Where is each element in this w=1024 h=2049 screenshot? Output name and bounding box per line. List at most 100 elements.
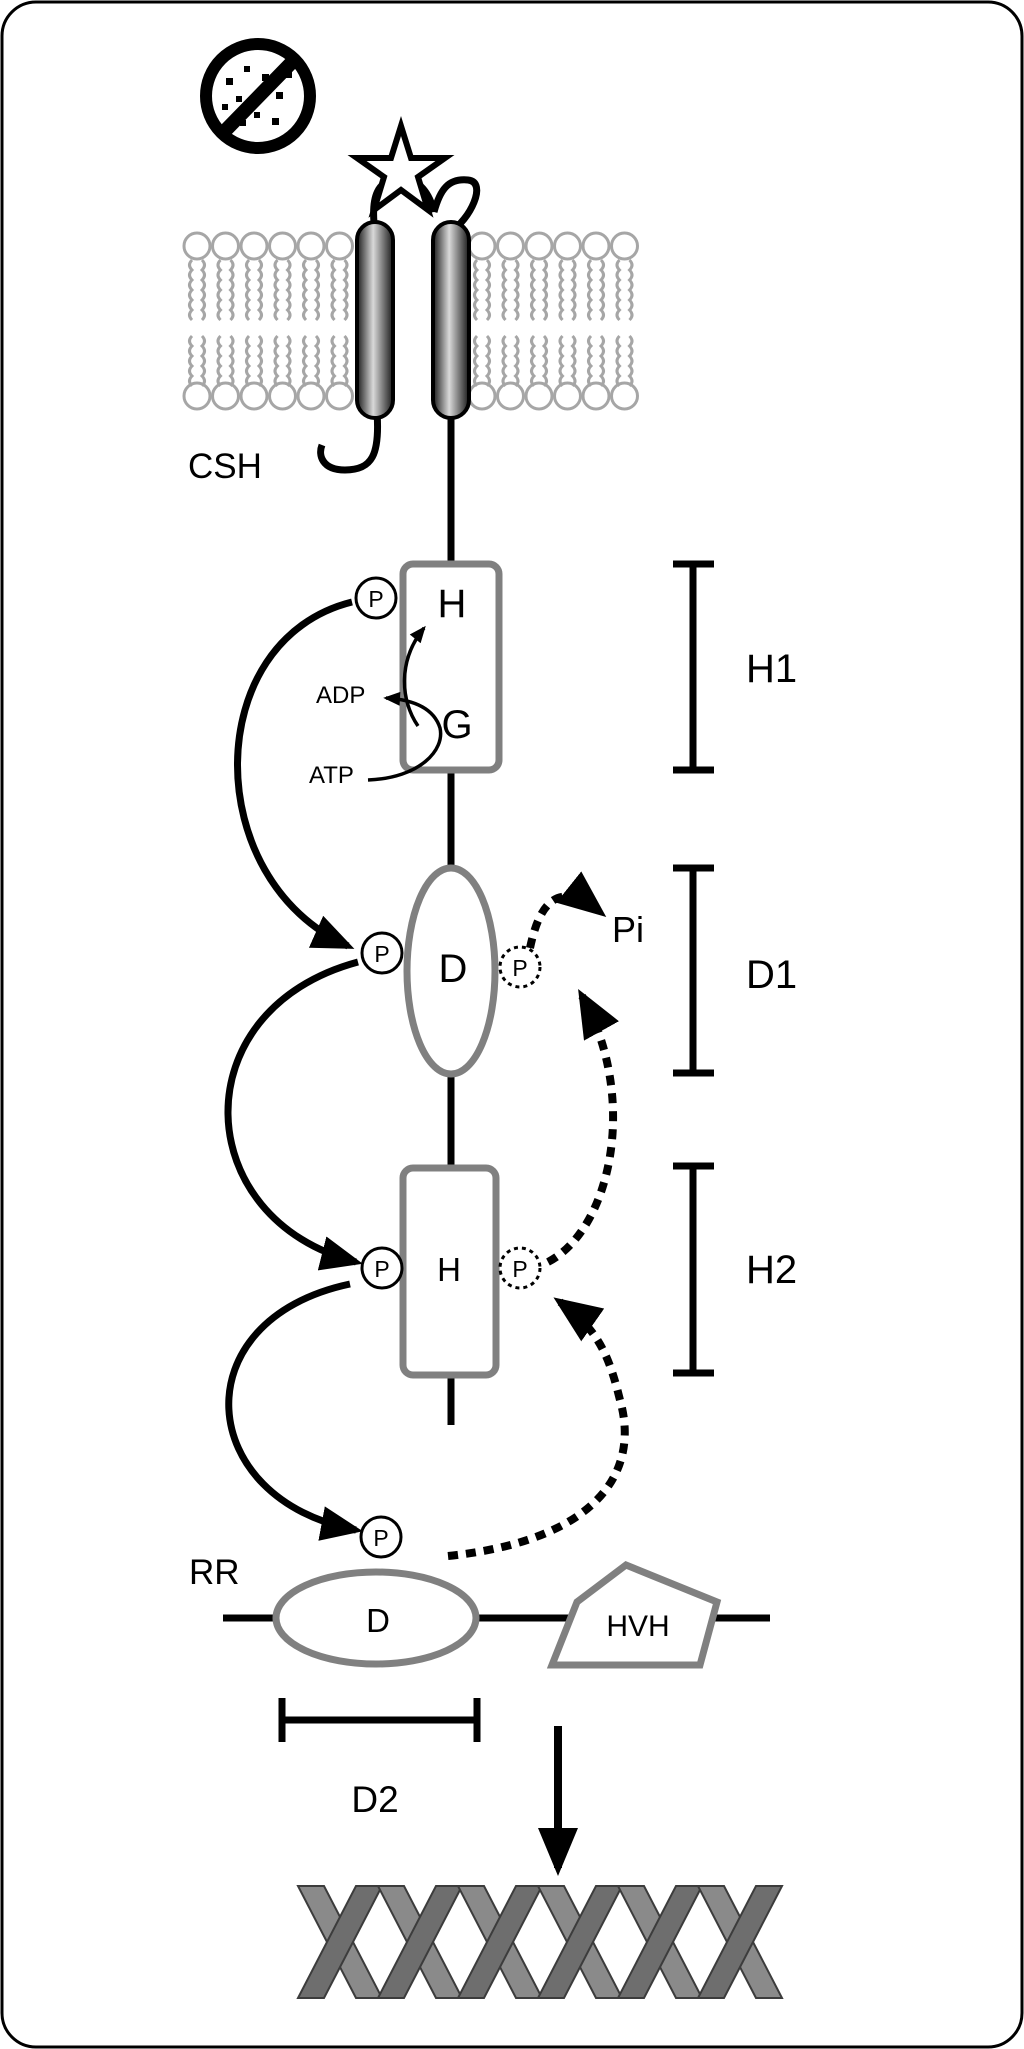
lipid-head <box>211 381 240 411</box>
lipid-tail <box>199 258 206 322</box>
lipid-tail <box>615 258 622 322</box>
adp-label: ADP <box>316 682 365 709</box>
dna-strand-segment <box>456 1885 544 1999</box>
atp-label: ATP <box>309 762 354 789</box>
svg-text:P: P <box>374 1256 389 1282</box>
lipid-tail <box>558 334 565 388</box>
bracket-d1 <box>673 864 714 1077</box>
g-box-label: G <box>441 703 472 747</box>
lipid-tail <box>330 334 337 388</box>
lipid-head <box>182 231 212 261</box>
lipid-tail <box>256 334 263 388</box>
lipid-tail <box>285 334 292 388</box>
lipid-head <box>553 231 582 261</box>
lipid-head <box>211 231 240 261</box>
tm-helix-2 <box>431 220 471 420</box>
lipid-tail <box>598 258 605 322</box>
lipid-tail <box>302 258 309 322</box>
lipid-tail <box>342 258 349 322</box>
d2-domain-label: D <box>366 1602 390 1639</box>
lipid-tail <box>587 258 594 322</box>
dna-strand-segment <box>376 1885 464 1999</box>
bracket-h2 <box>673 1162 714 1377</box>
lipid-tail <box>473 334 480 388</box>
phospho-h1: P <box>354 576 398 620</box>
lipid-tail <box>587 334 594 388</box>
lipid-tail <box>228 258 235 322</box>
lipid-tail <box>558 258 565 322</box>
lipid-tail <box>188 334 195 388</box>
h2-bracket-label: H2 <box>746 1248 797 1292</box>
phospho-rr: P <box>359 1515 403 1559</box>
phospho-h2-released: P <box>498 1246 542 1290</box>
lipid-head <box>268 231 297 261</box>
lipid-tail <box>302 334 309 388</box>
lipid-head <box>182 381 212 411</box>
lipid-tail <box>541 334 548 388</box>
dna-helix-icon <box>296 1885 784 1999</box>
lipid-tail <box>598 334 605 388</box>
lipid-tail <box>245 258 252 322</box>
lipid-tail <box>570 258 577 322</box>
lipid-tail <box>627 258 634 322</box>
lipid-head <box>239 231 269 261</box>
lipid-tail <box>216 258 223 322</box>
d2-bracket-label: D2 <box>351 1779 398 1820</box>
svg-text:P: P <box>512 1256 527 1282</box>
lipid-tail <box>501 258 508 322</box>
lipid-tail <box>530 334 537 388</box>
lipid-bilayer-membrane <box>182 231 639 411</box>
lipid-head <box>524 231 554 261</box>
lipid-head <box>467 381 497 411</box>
g-to-h-arrow <box>402 625 426 727</box>
rr-label: RR <box>189 1553 240 1592</box>
lipid-head <box>496 231 525 261</box>
lipid-head <box>325 381 354 411</box>
phospho-d1-released: P <box>498 945 542 989</box>
lipid-tail <box>256 258 263 322</box>
lipid-head <box>524 381 554 411</box>
svg-text:P: P <box>368 586 383 612</box>
lipid-tail <box>188 258 195 322</box>
tm-helix-1 <box>355 220 395 420</box>
lipid-head <box>325 231 354 261</box>
lipid-head <box>296 231 326 261</box>
svg-text:P: P <box>374 941 389 967</box>
lipid-head <box>581 231 611 261</box>
csh-label: CSH <box>188 447 262 486</box>
lipid-tail <box>513 334 520 388</box>
hvh-label: HVH <box>606 1610 669 1643</box>
svg-text:P: P <box>373 1525 388 1551</box>
dna-strand-segment <box>696 1885 784 1999</box>
lipid-tail <box>285 258 292 322</box>
dephosphorylation-arrows <box>447 871 629 1560</box>
atp-to-adp-arrow <box>367 691 443 782</box>
svg-text:P: P <box>512 955 527 981</box>
lipid-head <box>553 381 582 411</box>
pi-label: Pi <box>612 909 644 950</box>
lipid-tail <box>216 334 223 388</box>
lipid-tail <box>228 334 235 388</box>
dna-strand-segment <box>296 1885 384 1999</box>
dna-strand-segment <box>616 1885 704 1999</box>
lipid-tail <box>501 334 508 388</box>
lipid-head <box>239 381 269 411</box>
lipid-tail <box>199 334 206 388</box>
star-icon <box>347 115 455 218</box>
phospho-h2: P <box>360 1246 404 1290</box>
h1-domain-box <box>399 560 503 774</box>
phospho-d1: P <box>360 931 404 975</box>
lipid-head <box>610 381 639 411</box>
d1-bracket-label: D1 <box>746 953 797 997</box>
dna-strand-segment <box>536 1885 624 1999</box>
lipid-tail <box>273 334 280 388</box>
lipid-tail <box>541 258 548 322</box>
lipid-tail <box>484 334 491 388</box>
h1-domain-label: H <box>438 582 467 626</box>
lipid-tail <box>245 334 252 388</box>
h2-domain-label: H <box>437 1251 461 1288</box>
lipid-head <box>581 381 611 411</box>
lipid-head <box>268 381 297 411</box>
lipid-tail <box>484 258 491 322</box>
receptor-backbone <box>317 174 481 1425</box>
